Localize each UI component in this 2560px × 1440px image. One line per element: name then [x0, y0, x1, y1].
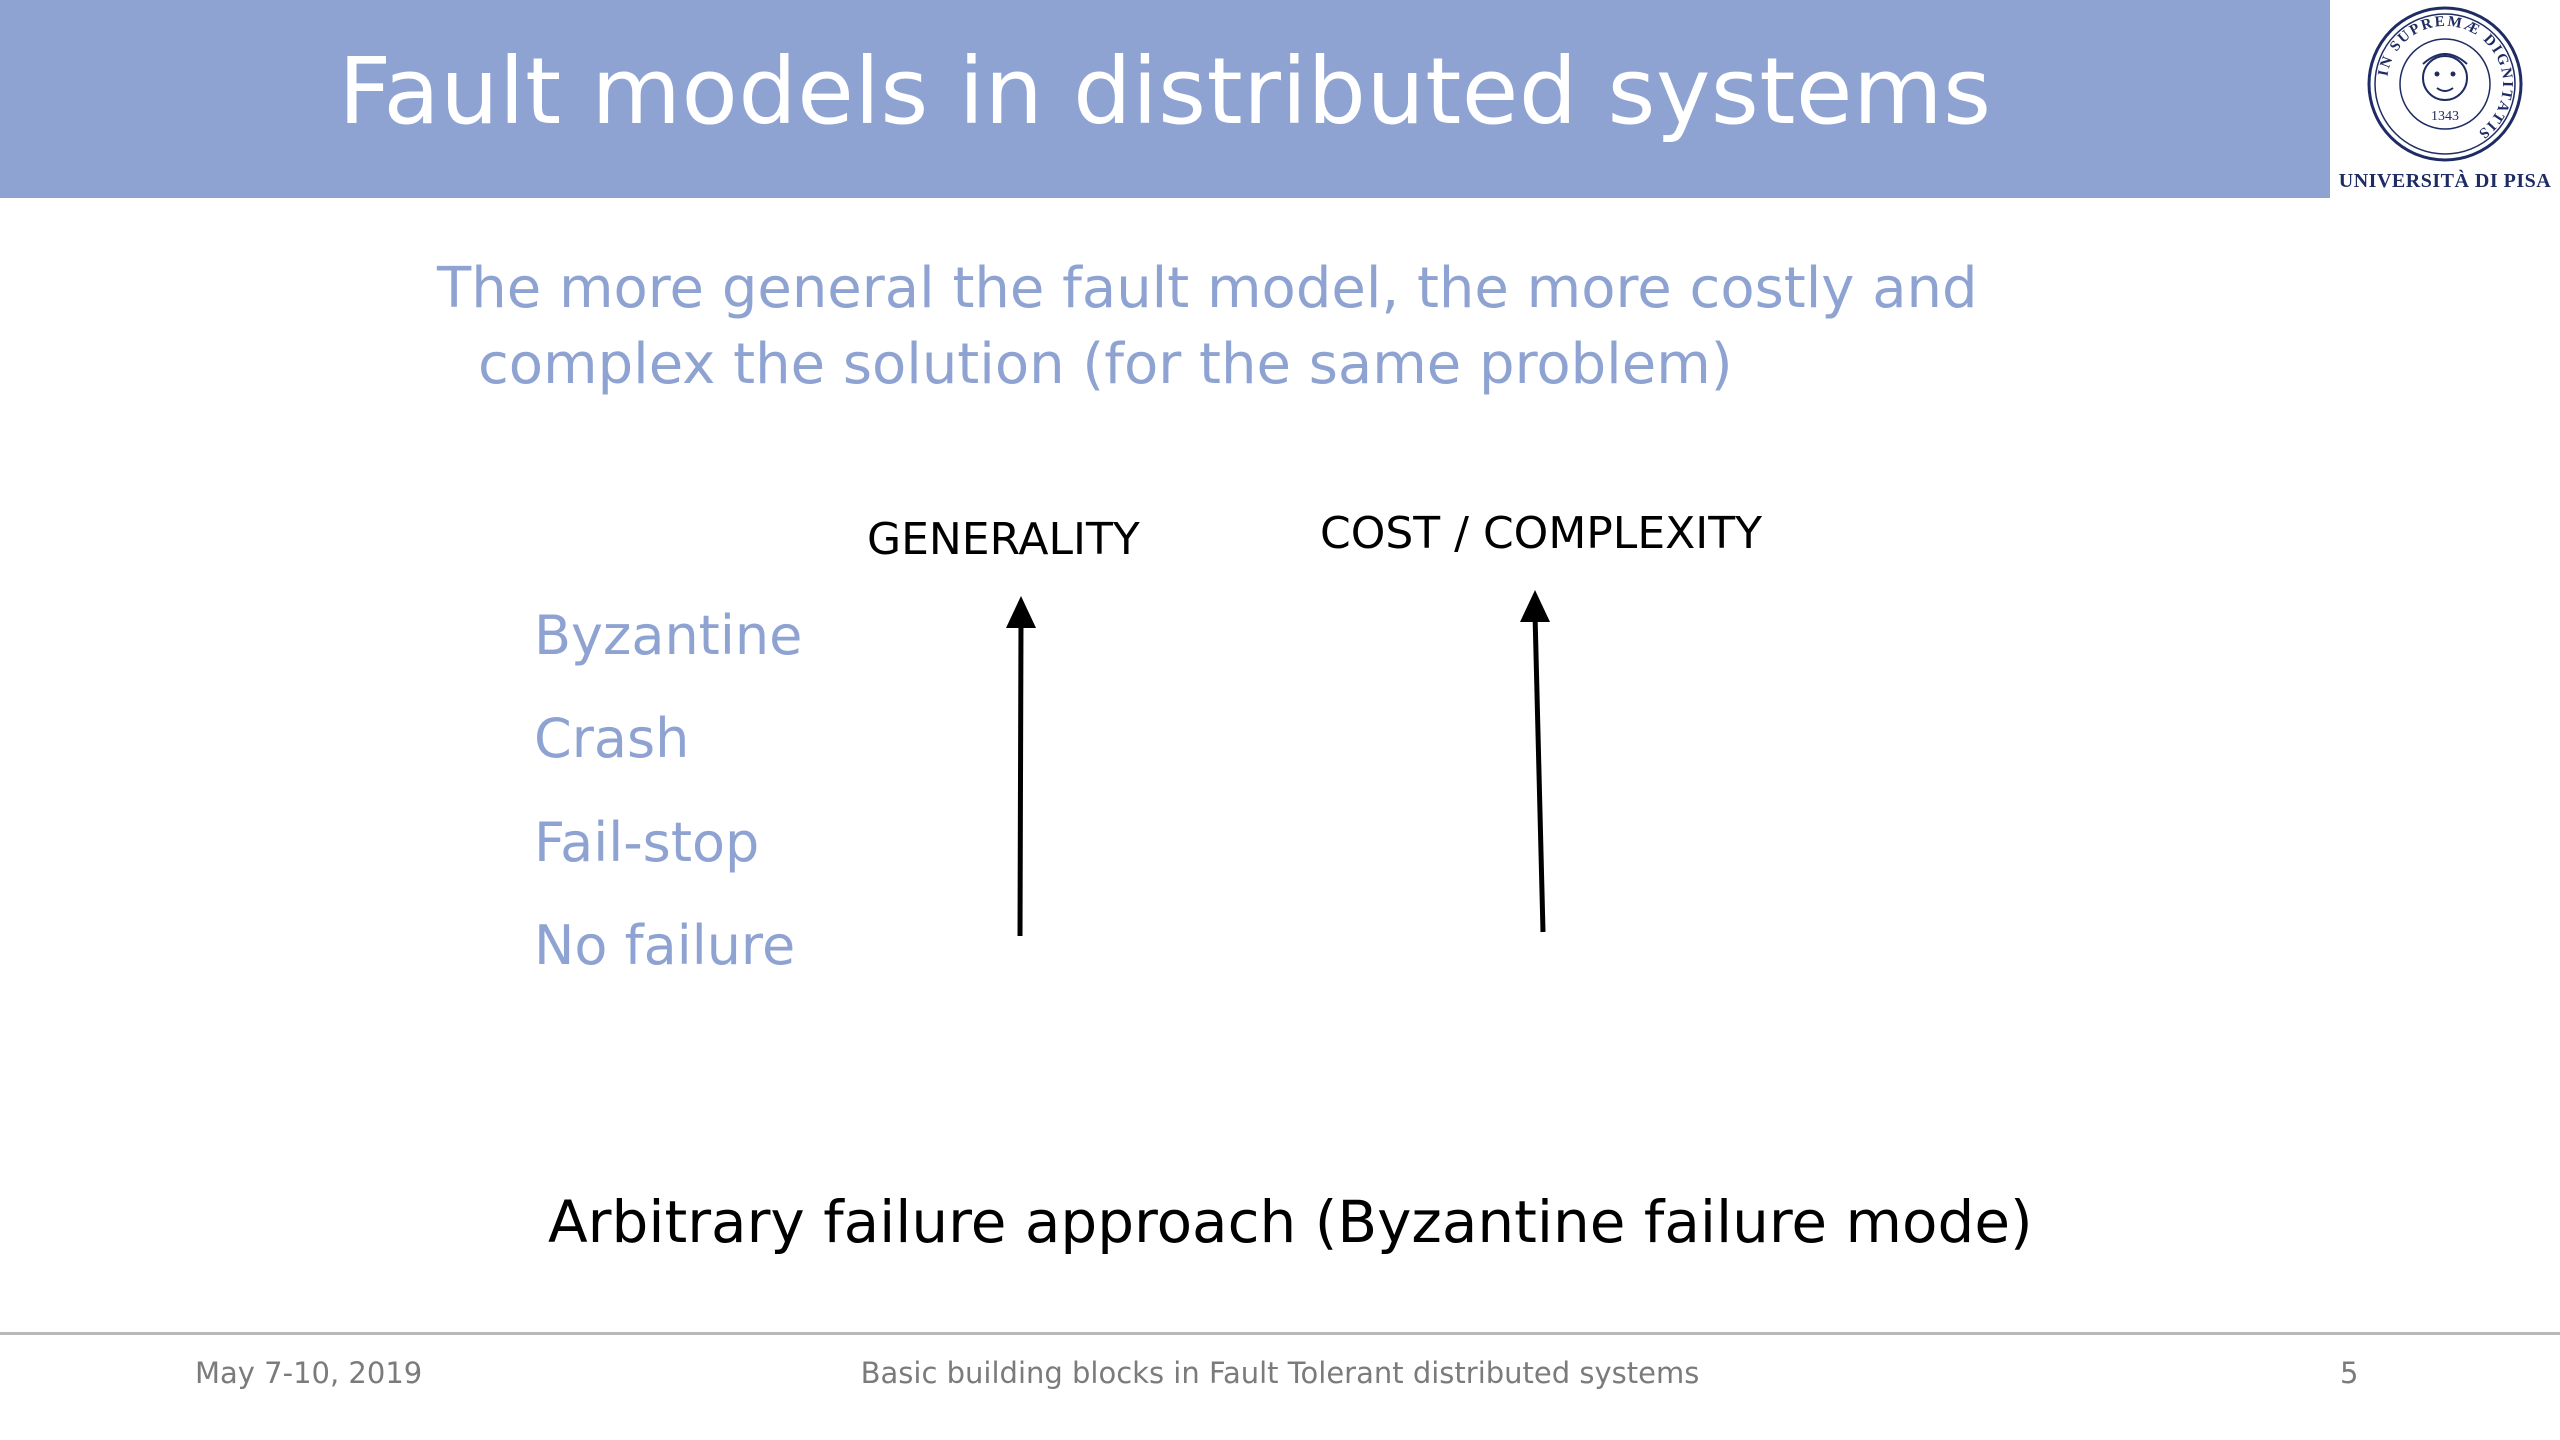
fault-model-no-failure: No failure	[534, 914, 796, 977]
page-number: 5	[2340, 1356, 2359, 1390]
subtitle-line-2: complex the solution (for the same probl…	[478, 332, 1733, 397]
fault-model-crash: Crash	[534, 707, 690, 770]
seal-year: 1343	[2431, 109, 2459, 124]
title-bar: Fault models in distributed systems	[0, 0, 2330, 198]
slide-title: Fault models in distributed systems	[338, 38, 1992, 145]
footer-divider	[0, 1332, 2560, 1335]
footer-date: May 7-10, 2019	[195, 1356, 423, 1390]
approach-statement: Arbitrary failure approach (Byzantine fa…	[548, 1188, 2033, 1256]
university-seal-icon: IN SUPREMÆ DIGNITATIS 1343	[2367, 6, 2523, 162]
generality-arrow-icon	[1006, 596, 1036, 937]
logo-text: UNIVERSITÀ DI PISA	[2338, 170, 2552, 192]
university-logo: IN SUPREMÆ DIGNITATIS 1343 UNIVERSITÀ DI…	[2330, 0, 2560, 198]
cost-arrow-icon	[1520, 590, 1550, 933]
cost-complexity-label: COST / COMPLEXITY	[1320, 508, 1762, 559]
fault-model-fail-stop: Fail-stop	[534, 811, 760, 874]
footer-title: Basic building blocks in Fault Tolerant …	[860, 1356, 1700, 1390]
generality-label: GENERALITY	[867, 514, 1140, 565]
subtitle-line-1: The more general the fault model, the mo…	[437, 256, 1978, 321]
fault-model-byzantine: Byzantine	[534, 604, 803, 667]
